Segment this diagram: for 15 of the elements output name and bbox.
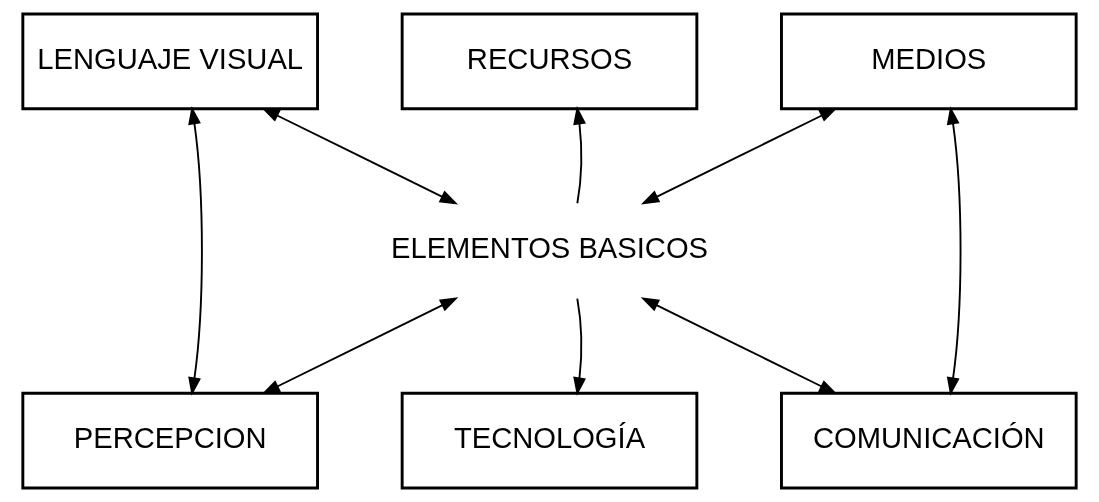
arrow bbox=[640, 297, 838, 395]
node-box: RECURSOS bbox=[400, 12, 699, 111]
arrow bbox=[640, 107, 838, 205]
node-box: PERCEPCION bbox=[21, 391, 319, 490]
arrow bbox=[573, 106, 586, 205]
arrow bbox=[261, 107, 459, 205]
arrow bbox=[188, 106, 203, 396]
node-text: ELEMENTOS BASICOS bbox=[390, 232, 709, 265]
arrow bbox=[573, 297, 586, 396]
node-box: TECNOLOGÍA bbox=[400, 391, 699, 490]
arrow bbox=[946, 106, 962, 396]
node-box: COMUNICACIÓN bbox=[780, 391, 1078, 490]
node-box: MEDIOS bbox=[780, 12, 1078, 111]
arrow bbox=[261, 297, 459, 395]
node-box: LENGUAJE VISUAL bbox=[21, 12, 319, 111]
